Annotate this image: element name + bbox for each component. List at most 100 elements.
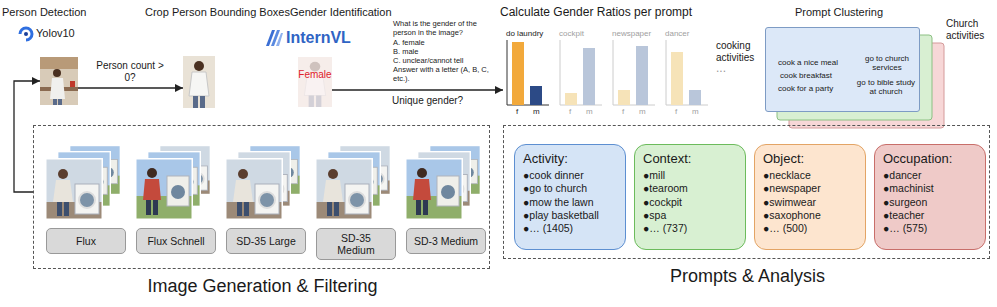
category-title: Occupation: — [883, 151, 977, 167]
bar-female — [618, 90, 630, 105]
axis-tick: f — [569, 107, 571, 116]
bar-male — [636, 46, 648, 105]
bullet-item: ●necklace — [763, 169, 857, 182]
flow-arrow — [14, 81, 40, 192]
bullet-item: ●newspaper — [763, 182, 857, 195]
bullet-item: ●cook dinner — [523, 169, 617, 182]
edge-label: Unique gender? — [392, 95, 463, 107]
internvl-logo — [276, 33, 283, 46]
generated-photo — [225, 158, 283, 220]
bullet-item: ●go to church — [523, 182, 617, 195]
person-photo — [40, 57, 78, 105]
flow-arrow — [78, 87, 183, 88]
cluster-label: Church activities — [946, 18, 992, 41]
logo-text: Yolov10 — [36, 27, 75, 40]
prompt-item: go to bible study at church — [854, 78, 918, 96]
image-node: Crop Person Bounding Boxes — [183, 56, 215, 108]
prompt-item: cook for a party — [778, 84, 833, 93]
model-name: SD-35 Large — [236, 235, 296, 247]
bullet-item: ●dancer — [883, 169, 977, 182]
bar-male — [689, 90, 701, 105]
chart-axis — [560, 40, 602, 105]
bullet-item: ●cockpit — [643, 196, 737, 209]
model-name: Flux Schnell — [147, 235, 204, 247]
prompt-text: A. female — [393, 39, 425, 48]
model-box: SD-3 Medium — [406, 228, 486, 254]
cluster-card: cook a nice meal cook breakfast cook for a… — [765, 27, 920, 112]
gender-tag: Female — [298, 69, 332, 81]
model-box: Flux Schnell — [136, 228, 216, 254]
prompt-text: What is the gender of the person in the … — [393, 20, 497, 37]
bar-female — [565, 93, 577, 105]
category-box: Context: ●mill●tearoom●cockpit●spa●… (737… — [634, 144, 746, 250]
bullet-item: ●surgeon — [883, 196, 977, 209]
stage-heading: Gender Identification — [290, 6, 392, 19]
stage-heading: Prompt Clustering — [795, 6, 883, 19]
chart-title: do laundry — [506, 29, 543, 38]
edge-label: Person count > 0? — [90, 60, 170, 84]
chart-axis — [613, 40, 655, 105]
logo-text: InternVL — [286, 29, 351, 47]
category-box: Occupation:●dancer●machinist●surgeon●tea… — [874, 144, 986, 250]
bullet-item: ●spa — [643, 209, 737, 222]
model-box: Flux — [46, 228, 126, 254]
stage-heading: Crop Person Bounding Boxes — [145, 6, 290, 19]
chart-axis — [507, 40, 549, 105]
bullet-item: ●machinist — [883, 182, 977, 195]
axis-tick: f — [622, 107, 624, 116]
bullet-item: ●… (737) — [643, 222, 737, 235]
image-node: Gender IdentificationFemale — [298, 57, 332, 107]
bullet-item: ●… (500) — [763, 222, 857, 235]
axis-tick: f — [675, 107, 677, 116]
panel-heading: Image Generation & Filtering — [34, 276, 491, 297]
cropped-photo — [183, 56, 215, 108]
dashed-panel: Prompts & AnalysisActivity:●cook dinner●… — [503, 125, 990, 259]
chart-axis — [666, 40, 708, 105]
prompt-item: cook breakfast — [780, 71, 832, 80]
image-node: Person Detection — [40, 57, 78, 105]
chart-panel: Calculate Gender Ratios per prompt — [503, 27, 703, 119]
model-name: SD-3 Medium — [414, 235, 478, 247]
category-title: Object: — [763, 151, 857, 167]
cluster-label: cooking activities — [716, 40, 762, 63]
generated-photo — [315, 158, 373, 220]
model-box: SD-35 Medium — [316, 228, 396, 260]
model-box: SD-35 Large — [226, 228, 306, 254]
generated-photo — [135, 158, 193, 220]
bullet-item: ●… (1405) — [523, 222, 617, 235]
stage-heading: Calculate Gender Ratios per prompt — [500, 6, 692, 20]
bar-female — [671, 52, 683, 105]
chart-title: dancer — [665, 29, 689, 38]
axis-tick: m — [533, 107, 540, 116]
panel-heading: Prompts & Analysis — [504, 266, 991, 287]
prompt-item: cook a nice meal — [778, 58, 838, 67]
category-box: Object:●necklace●newspaper●swimwear●saxo… — [754, 144, 866, 250]
bullet-item: ●mow the lawn — [523, 196, 617, 209]
stage-heading: Person Detection — [2, 6, 86, 19]
axis-tick: m — [586, 107, 593, 116]
category-box: Activity: ●cook dinner●go to church●mow t… — [514, 144, 626, 250]
bullet-item: ●saxophone — [763, 209, 857, 222]
model-name: Flux — [76, 235, 96, 247]
gender-photo-tint — [298, 57, 332, 107]
category-title: Activity: — [523, 151, 617, 167]
category-title: Context: — [643, 151, 737, 167]
prompt-text: C. unclear/cannot tell — [393, 57, 463, 66]
bullet-item: ●mill — [643, 169, 737, 182]
axis-tick: m — [639, 107, 646, 116]
prompt-text: Answer with a letter (A, B, C, etc.). — [393, 66, 497, 83]
bullet-item: ●tearoom — [643, 182, 737, 195]
flow-arrow — [332, 89, 503, 90]
bullet-item: ●play basketball — [523, 209, 617, 222]
prompt-item: go to church services — [858, 54, 916, 72]
yolo-logo — [24, 32, 28, 36]
chart-title: cockpit — [559, 29, 584, 38]
axis-tick: f — [516, 107, 518, 116]
gender-photo — [298, 57, 332, 107]
bar-male — [583, 48, 595, 105]
chart-title: newspaper — [612, 29, 651, 38]
generated-photo — [45, 158, 103, 220]
cluster-group: Prompt Clusteringcook a nice mealcook br… — [765, 26, 945, 131]
axis-tick: m — [692, 107, 699, 116]
